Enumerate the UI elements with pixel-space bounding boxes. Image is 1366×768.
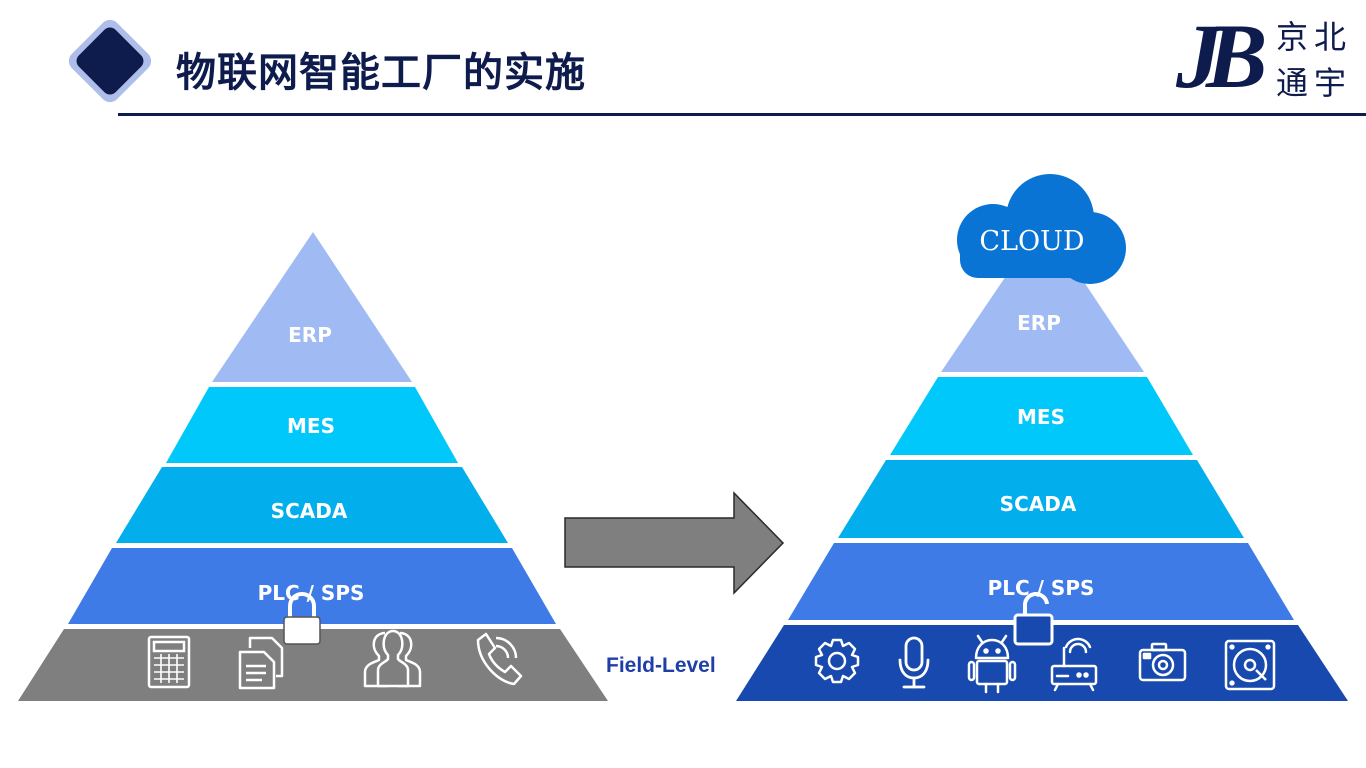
- logo-char-2: 北: [1314, 18, 1347, 56]
- transition-arrow: [564, 491, 785, 595]
- microphone-icon: [898, 636, 930, 689]
- left-layer-erp: [212, 232, 412, 382]
- camera-icon: [1138, 642, 1187, 682]
- right-pyramid: CLOUD ERP MES SCADA PLC / SPS: [736, 174, 1348, 701]
- left-layer-mes: [166, 387, 458, 463]
- right-layer-plc: [788, 543, 1294, 620]
- right-layer-erp: [941, 270, 1144, 372]
- right-label-mes: MES: [1017, 405, 1065, 429]
- left-label-erp: ERP: [288, 323, 332, 347]
- left-field-level: [18, 629, 608, 701]
- left-label-scada: SCADA: [271, 499, 348, 523]
- right-field-level: [736, 625, 1348, 701]
- phone-icon: [476, 632, 523, 686]
- right-label-erp: ERP: [1017, 311, 1061, 335]
- lock-icon: [283, 592, 321, 645]
- page-title: 物联网智能工厂的实施: [176, 50, 586, 96]
- right-label-scada: SCADA: [1000, 492, 1077, 516]
- left-layer-scada: [116, 467, 508, 543]
- hard-drive-icon: [1224, 639, 1276, 691]
- calculator-icon: [147, 635, 191, 689]
- left-layer-plc: [68, 548, 556, 624]
- left-pyramid: ERP MES SCADA PLC / SPS: [18, 232, 608, 701]
- right-layer-scada: [838, 460, 1244, 538]
- cloud-shape: [957, 174, 1126, 284]
- right-layer-mes: [890, 377, 1193, 455]
- field-level-label: Field-Level: [606, 654, 716, 677]
- title-underline: [118, 113, 1366, 116]
- documents-icon: [238, 636, 284, 690]
- logo-letters: JB: [1176, 5, 1267, 107]
- android-icon: [967, 634, 1017, 694]
- unlock-icon: [1013, 591, 1054, 646]
- logo-char-3: 通: [1276, 64, 1309, 102]
- logo-char-1: 京: [1276, 18, 1309, 56]
- left-label-mes: MES: [287, 414, 335, 438]
- router-icon: [1050, 637, 1098, 692]
- title-badge: [68, 19, 152, 103]
- logo-char-4: 宇: [1314, 64, 1347, 102]
- cloud-label: CLOUD: [979, 226, 1084, 257]
- gear-icon: [814, 638, 860, 684]
- users-icon: [363, 629, 422, 688]
